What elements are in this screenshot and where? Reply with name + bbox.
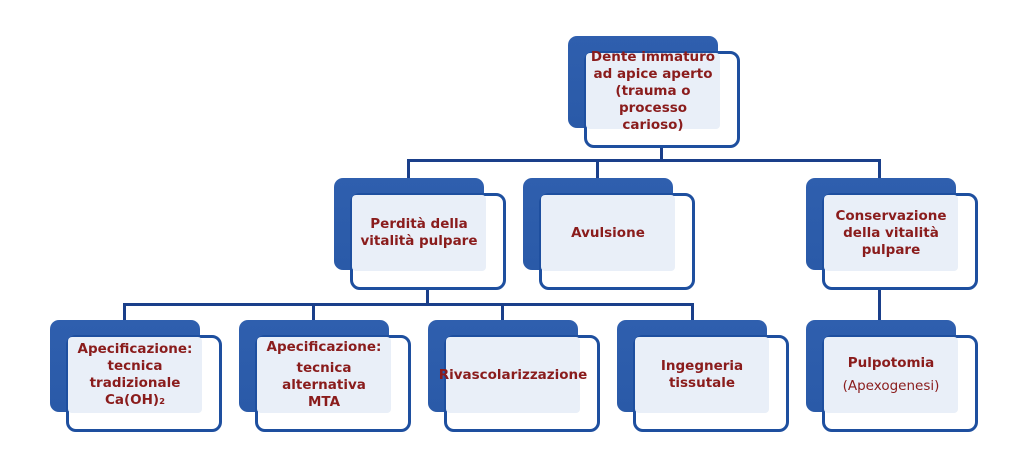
node-label: Rivascolarizzazione: [438, 366, 588, 383]
connector-to-perdita: [407, 159, 410, 179]
node-avulsione: Avulsione: [523, 178, 695, 290]
node-label: Apecificazione: tecnica alternativa MTA: [266, 339, 382, 410]
node-label: Ingegneria tissutale: [660, 358, 744, 391]
connector-to-ingegneria: [691, 303, 694, 321]
node-ingegneria-tissutale: Ingegneria tissutale: [617, 320, 789, 432]
connector-to-avulsione: [596, 159, 599, 179]
node-apecificazione-caoh2: Apecificazione: tecnica tradizionale Ca(…: [50, 320, 222, 432]
node-apecificazione-mta: Apecificazione: tecnica alternativa MTA: [239, 320, 411, 432]
connector-to-conservazione: [878, 159, 881, 179]
connector-root-down: [660, 145, 663, 162]
connector-to-rivasc: [501, 303, 504, 321]
node-label: Avulsione: [571, 224, 645, 241]
node-label: Conservazione della vitalità pulpare: [835, 207, 947, 258]
connector-to-apec2: [312, 303, 315, 321]
node-label: Apecificazione: tecnica tradizionale Ca(…: [77, 341, 193, 408]
node-rivascolarizzazione: Rivascolarizzazione: [428, 320, 600, 432]
node-label: Perdità della vitalità pulpare: [360, 216, 478, 249]
connector-level1-bar: [407, 159, 881, 162]
connector-perdita-down: [426, 289, 429, 305]
connector-level2-bar: [123, 303, 694, 306]
node-label: Dente immaturo ad apice aperto (trauma o…: [590, 48, 716, 133]
connector-conservazione-down: [878, 289, 881, 321]
node-pulpotomia: Pulpotomia (Apexogenesi): [806, 320, 978, 432]
node-label: Pulpotomia (Apexogenesi): [842, 355, 940, 394]
node-dente-immaturo: Dente immaturo ad apice aperto (trauma o…: [568, 36, 740, 148]
connector-to-apec1: [123, 303, 126, 321]
node-conservazione-vitalita: Conservazione della vitalità pulpare: [806, 178, 978, 290]
node-perdita-vitalita: Perdità della vitalità pulpare: [334, 178, 506, 290]
